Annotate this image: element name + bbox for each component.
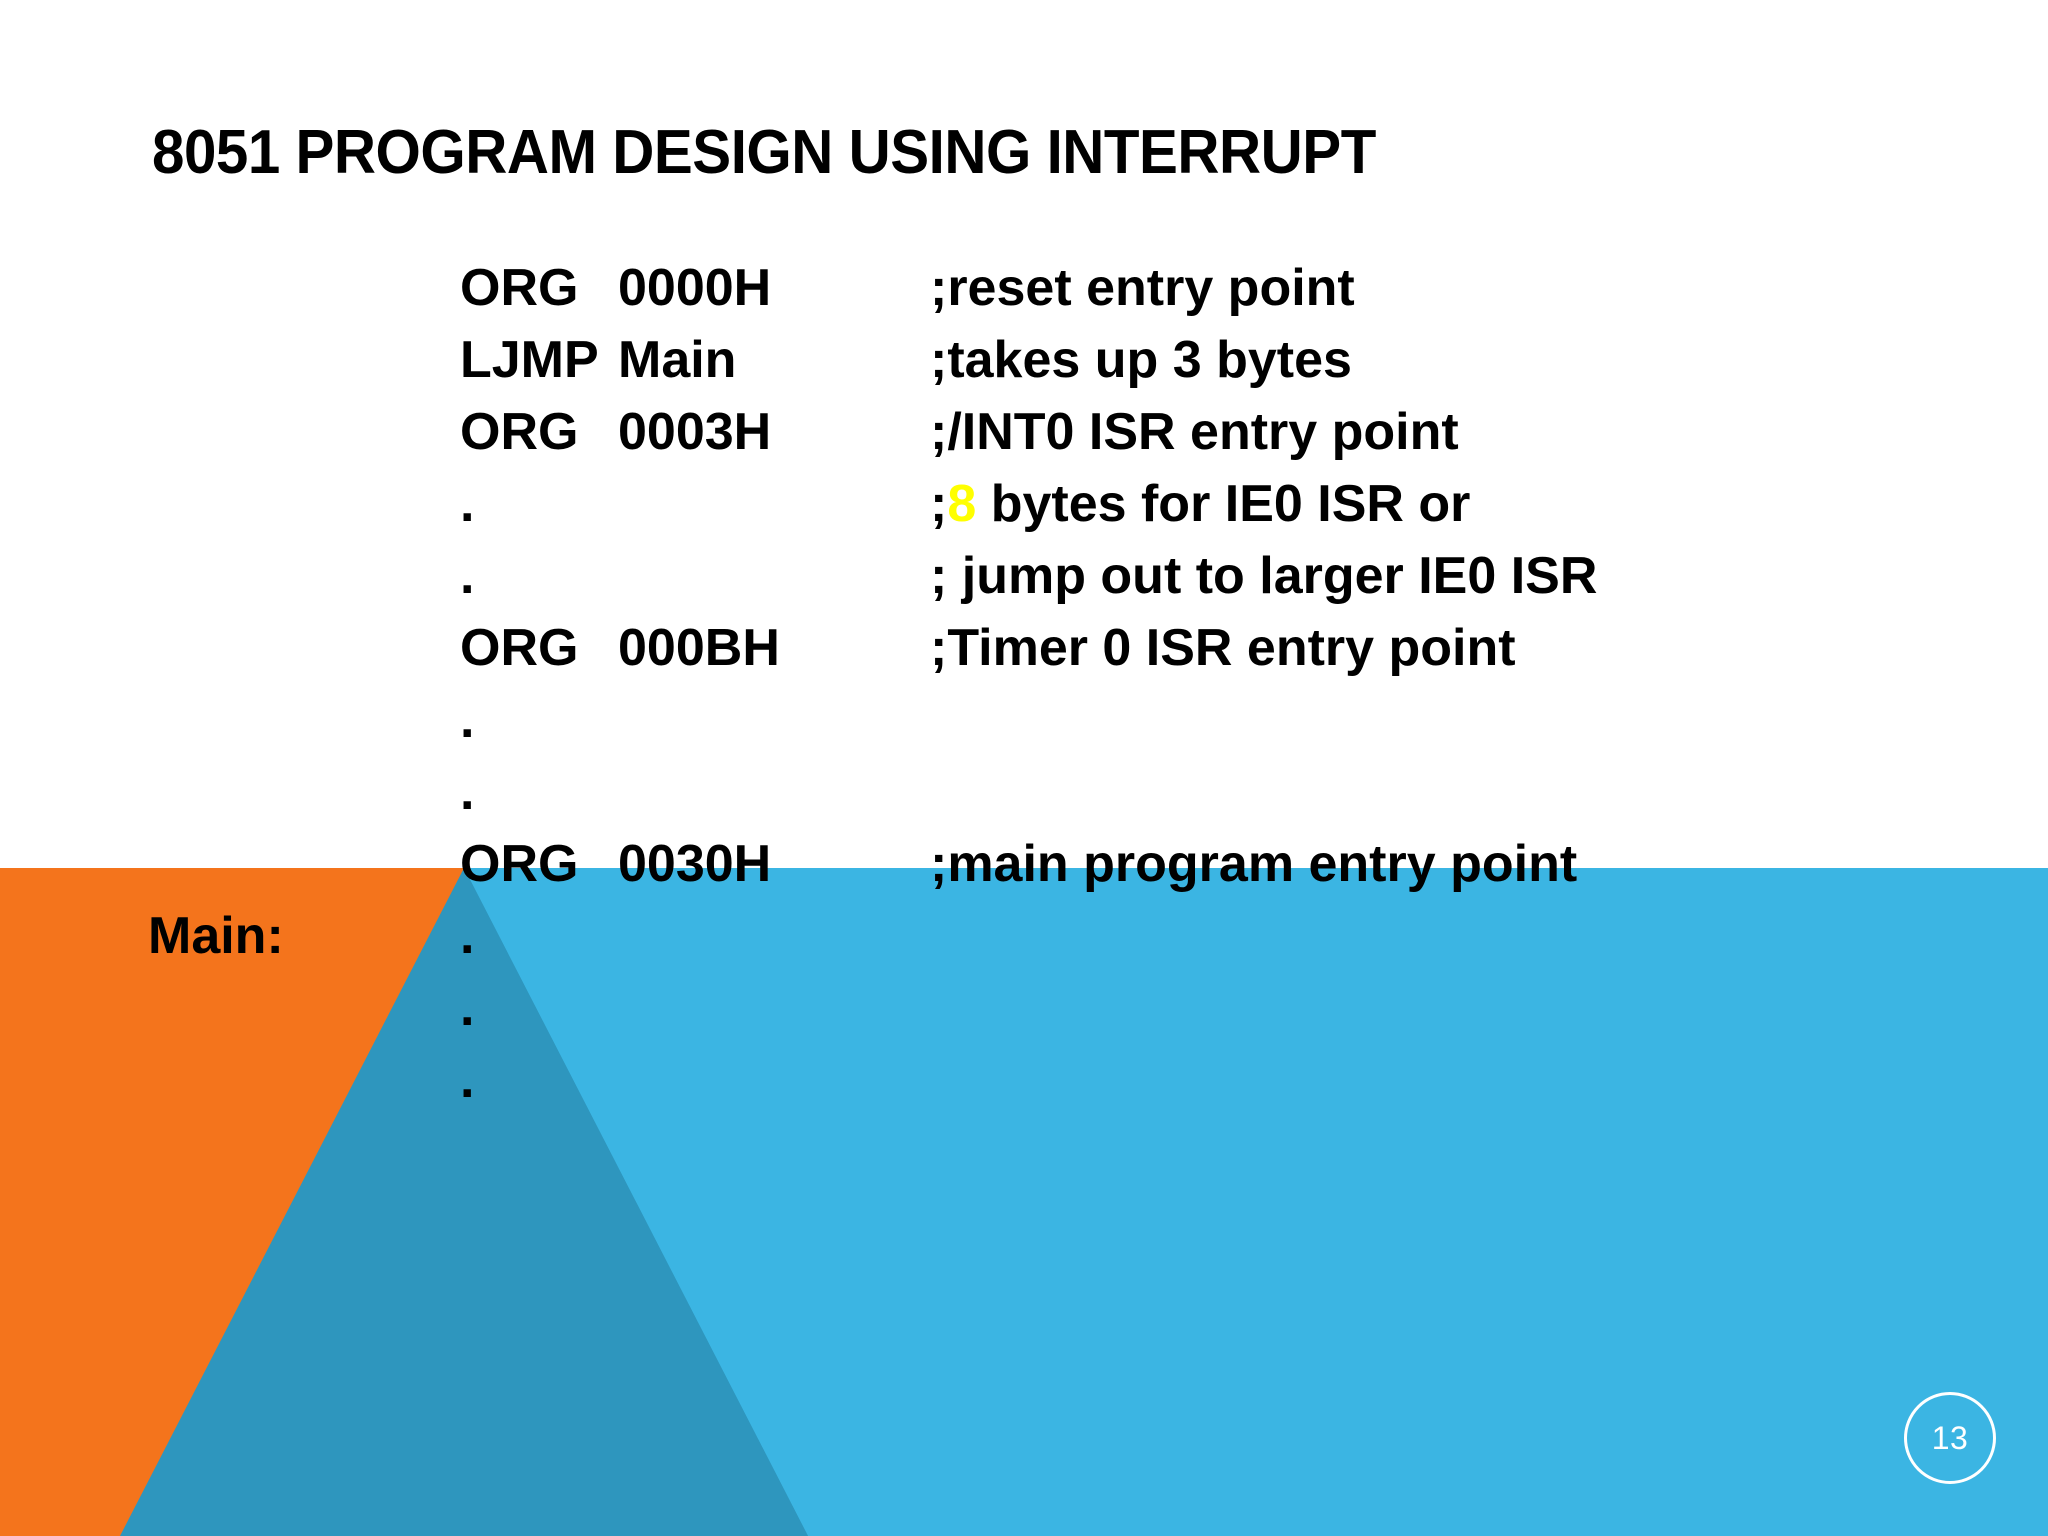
orange-block-left: [0, 868, 1, 1332]
code-row: ORG 0003H ;/INT0 ISR entry point: [460, 396, 2048, 468]
code-mnemonic: LJMP: [460, 331, 599, 389]
comment-prefix: ;: [930, 475, 948, 533]
code-mnemonic: .: [460, 547, 475, 605]
code-comment: ;reset entry point: [930, 252, 2048, 324]
code-operand: 0003H: [618, 403, 772, 461]
code-row: .: [460, 684, 2048, 756]
code-operand: 0000H: [618, 259, 772, 317]
comment-prefix: ; jump out to larger IE0 ISR: [930, 547, 1598, 605]
comment-prefix: ;/INT0 ISR entry point: [930, 403, 1459, 461]
code-mnemonic: ORG: [460, 619, 579, 677]
code-operand: 0030H: [618, 835, 772, 893]
page-title: 8051 PROGRAM DESIGN USING INTERRUPT: [152, 117, 1376, 187]
code-row: . ;8 bytes for IE0 ISR or: [460, 468, 2048, 540]
code-mnemonic: .: [460, 1051, 475, 1109]
code-comment: ;Timer 0 ISR entry point: [930, 612, 2048, 684]
main-label: Main:: [148, 907, 284, 965]
comment-prefix: ;main program entry point: [930, 835, 1578, 893]
code-comment: ;/INT0 ISR entry point: [930, 396, 2048, 468]
code-row: ORG 000BH ;Timer 0 ISR entry point: [460, 612, 2048, 684]
code-mnemonic: .: [460, 475, 475, 533]
code-comment: ;8 bytes for IE0 ISR or: [930, 468, 2048, 540]
comment-highlight: 8: [947, 475, 977, 533]
comment-suffix: bytes for IE0 ISR or: [976, 475, 1471, 533]
code-operand: 000BH: [618, 619, 780, 677]
code-mnemonic: .: [460, 763, 475, 821]
code-mnemonic: .: [460, 691, 475, 749]
page-number-badge: 13: [1904, 1392, 1996, 1484]
code-row: LJMP Main ;takes up 3 bytes: [460, 324, 2048, 396]
code-comment: ;main program entry point: [930, 828, 2048, 900]
comment-prefix: ;takes up 3 bytes: [930, 331, 1352, 389]
code-mnemonic: ORG: [460, 259, 579, 317]
code-row: .: [460, 900, 2048, 972]
code-row: ORG 0000H ;reset entry point: [460, 252, 2048, 324]
comment-prefix: ;Timer 0 ISR entry point: [930, 619, 1516, 677]
page-number-text: 13: [1931, 1419, 1969, 1456]
code-row: ORG 0030H ;main program entry point: [460, 828, 2048, 900]
code-row: . ; jump out to larger IE0 ISR: [460, 540, 2048, 612]
code-mnemonic: ORG: [460, 835, 579, 893]
code-mnemonic: ORG: [460, 403, 579, 461]
code-mnemonic: .: [460, 979, 475, 1037]
code-comment: ; jump out to larger IE0 ISR: [930, 540, 2048, 612]
code-mnemonic: .: [460, 907, 475, 965]
code-operand: Main: [618, 331, 737, 389]
code-row: .: [460, 1044, 2048, 1116]
code-listing: ORG 0000H ;reset entry point LJMP Main ;…: [460, 252, 2048, 1116]
comment-prefix: ;reset entry point: [930, 259, 1355, 317]
code-row: .: [460, 756, 2048, 828]
code-row: .: [460, 972, 2048, 1044]
code-comment: ;takes up 3 bytes: [930, 324, 2048, 396]
